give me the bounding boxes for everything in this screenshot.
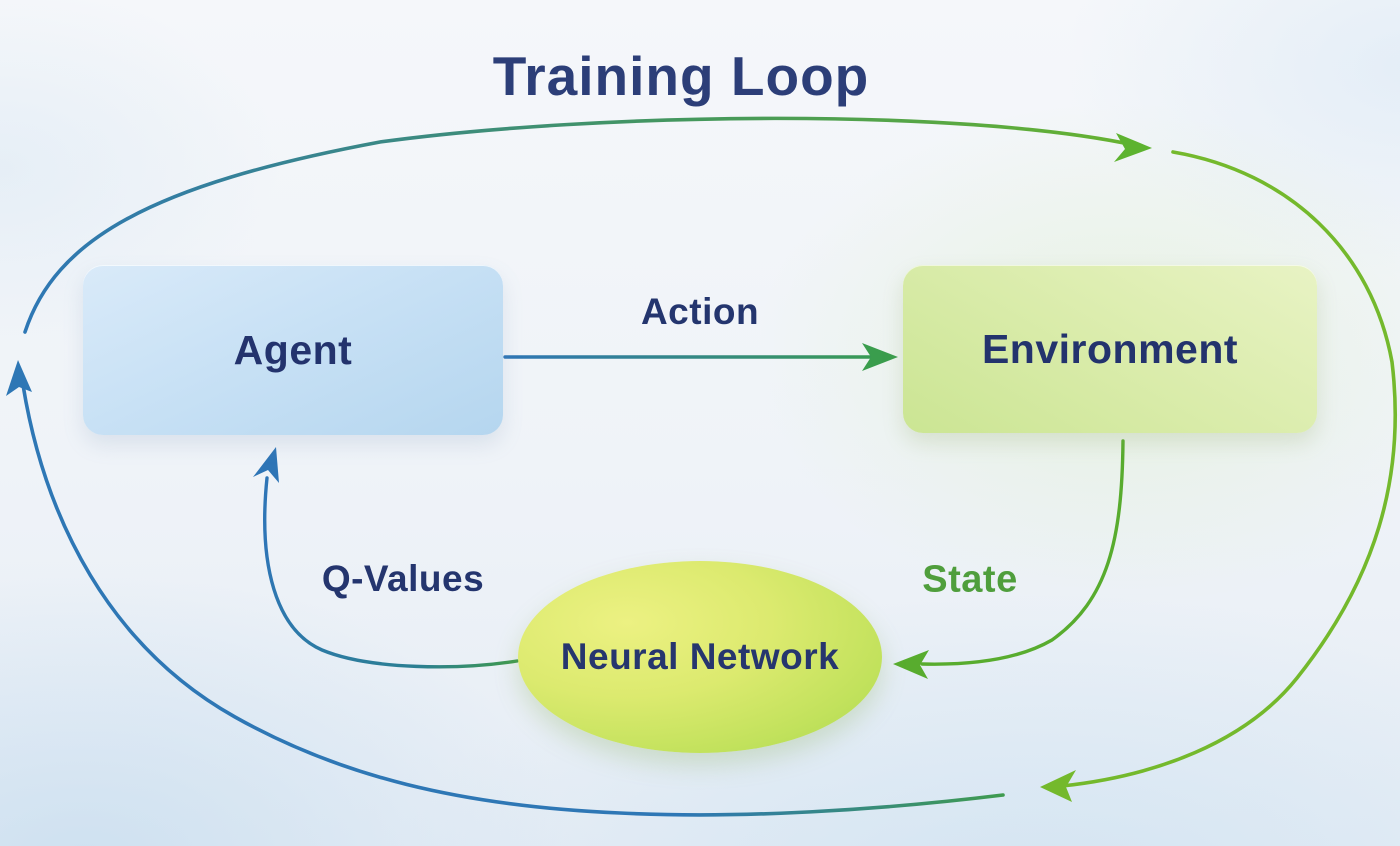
action-arrowhead [862, 343, 898, 371]
neural-network-label: Neural Network [560, 636, 840, 677]
environment-node: Environment [903, 265, 1317, 433]
q-values-arrowhead [253, 447, 279, 483]
q-values-arrow [263, 476, 519, 669]
neural-network-node: Neural Network [518, 561, 882, 753]
agent-label: Agent [233, 326, 353, 373]
outer-loop-arrowhead-top-right [1114, 133, 1152, 162]
state-arrowhead [893, 650, 929, 679]
state-edge-label: State [922, 558, 1018, 601]
diagram-title: Training Loop [492, 45, 870, 107]
environment-label: Environment [981, 325, 1239, 372]
state-arrow [920, 439, 1125, 666]
outer-loop-arc-right [1060, 150, 1398, 788]
q-values-edge-label: Q-Values [321, 558, 485, 599]
agent-node: Agent [83, 265, 503, 435]
outer-loop-arc-left [21, 383, 1005, 817]
action-edge-label: Action [640, 291, 760, 332]
outer-loop-arrowhead-bottom [1040, 770, 1076, 802]
outer-loop-arrowhead-left [6, 360, 32, 396]
outer-loop-arc-top [23, 116, 1136, 334]
